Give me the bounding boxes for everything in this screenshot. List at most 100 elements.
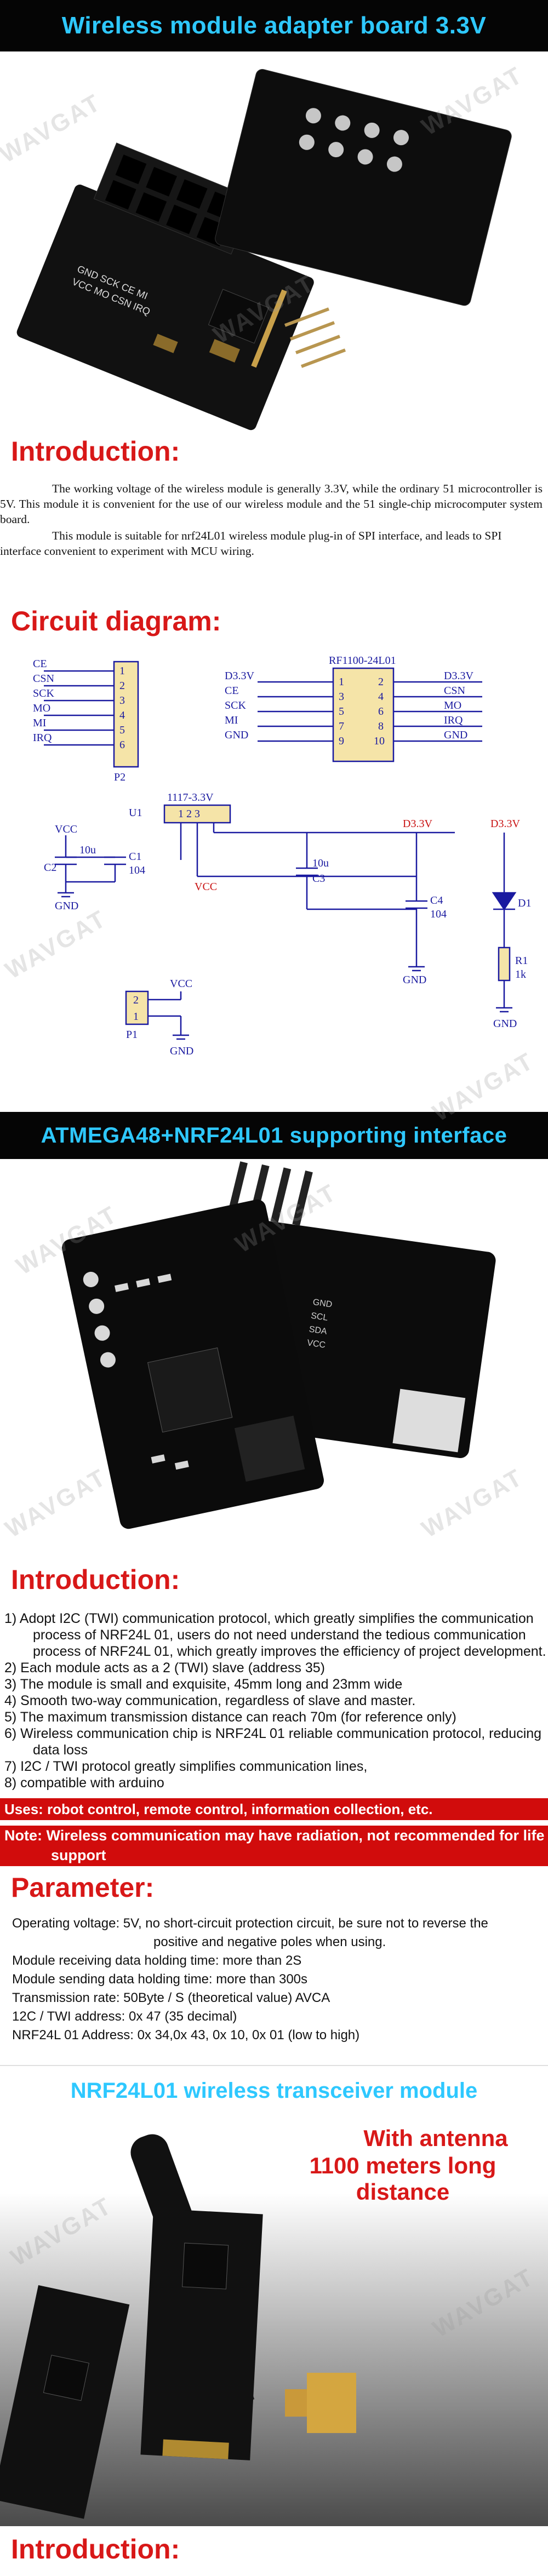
banner-adapter-board: Wireless module adapter board 3.3V bbox=[0, 0, 548, 51]
intro2-item-1-cont-b: process of NRF24L 01, which greatly impr… bbox=[33, 1644, 546, 1659]
antenna-text-line2: 1100 meters long distance bbox=[309, 2153, 496, 2205]
r1-value: 1k bbox=[515, 968, 526, 980]
regulator-pins: 1 2 3 bbox=[178, 808, 200, 820]
intro2-item-4: 4) Smooth two-way communication, regardl… bbox=[4, 1693, 416, 1708]
c4-value: 104 bbox=[430, 908, 447, 920]
rf-right-1: CSN bbox=[444, 685, 465, 697]
rf-left-num-3: 3 bbox=[339, 691, 344, 703]
vcc-label-red: VCC bbox=[195, 881, 217, 893]
banner-adapter-title: Wireless module adapter board 3.3V bbox=[61, 12, 487, 39]
rf-right-num-10: 10 bbox=[374, 735, 385, 747]
p1-num-1: 1 bbox=[133, 1011, 139, 1023]
p2-num-5: 5 bbox=[119, 724, 125, 736]
intro1-paragraph-2: This module is suitable for nrf24L01 wir… bbox=[0, 529, 502, 558]
rf-right-num-2: 2 bbox=[378, 676, 384, 688]
c3-value: 10u bbox=[312, 857, 329, 869]
p2-num-4: 4 bbox=[119, 709, 125, 721]
intro2-item-6: 6) Wireless communication chip is NRF24L… bbox=[4, 1726, 542, 1741]
param-line-3: Module sending data holding time: more t… bbox=[12, 1972, 308, 1987]
intro2-item-2: 2) Each module acts as a 2 (TWI) slave (… bbox=[4, 1660, 325, 1676]
param-list: Operating voltage: 5V, no short-circuit … bbox=[12, 1914, 546, 2045]
p2-pin-csn: CSN bbox=[33, 673, 54, 685]
uses-bar: Uses: robot control, remote control, inf… bbox=[0, 1798, 548, 1820]
intro2-item-1: 1) Adopt I2C (TWI) communication protoco… bbox=[4, 1611, 534, 1626]
d33-label-c4: D3.3V bbox=[403, 818, 432, 830]
intro1-heading: Introduction: bbox=[11, 436, 180, 467]
antenna-text-line1: With antenna bbox=[363, 2125, 508, 2151]
gnd-label-3: GND bbox=[493, 1018, 517, 1030]
d33-label-led: D3.3V bbox=[490, 818, 520, 830]
rf-left-num-5: 5 bbox=[339, 705, 344, 718]
svg-text:SDA: SDA bbox=[309, 1325, 328, 1336]
intro1-paragraph-1: The working voltage of the wireless modu… bbox=[0, 482, 543, 526]
rf-left-num-1: 1 bbox=[339, 676, 344, 688]
banner-atmega: ATMEGA48+NRF24L01 supporting interface bbox=[0, 1112, 548, 1159]
svg-text:VCC: VCC bbox=[306, 1338, 326, 1350]
banner-nrf24l01: NRF24L01 wireless transceiver module bbox=[0, 2072, 548, 2110]
p2-num-1: 1 bbox=[119, 665, 125, 677]
rf-left-2: SCK bbox=[225, 699, 246, 712]
p2-num-2: 2 bbox=[119, 680, 125, 692]
nrf24l01-antenna-photo bbox=[0, 2110, 548, 2526]
rf-right-num-8: 8 bbox=[378, 720, 384, 732]
vcc-label-1: VCC bbox=[55, 823, 77, 835]
rf-left-1: CE bbox=[225, 685, 239, 697]
p2-num-3: 3 bbox=[119, 695, 125, 707]
section-divider bbox=[0, 2065, 548, 2066]
p2-pin-mi: MI bbox=[33, 717, 46, 729]
intro3-bg bbox=[0, 2526, 548, 2576]
gnd-label-4: GND bbox=[170, 1045, 193, 1057]
intro2-heading: Introduction: bbox=[11, 1564, 180, 1595]
rf-left-4: GND bbox=[225, 729, 248, 741]
p2-label: P2 bbox=[114, 771, 125, 783]
p1-label: P1 bbox=[126, 1029, 138, 1041]
p2-num-6: 6 bbox=[119, 739, 125, 751]
param-line-5: 12C / TWI address: 0x 47 (35 decimal) bbox=[12, 2009, 237, 2024]
param-heading: Parameter: bbox=[11, 1872, 155, 1903]
banner-nrf24l01-title: NRF24L01 wireless transceiver module bbox=[70, 2078, 478, 2103]
note-bar: Note: Wireless communication may have ra… bbox=[0, 1826, 548, 1866]
svg-text:SCL: SCL bbox=[310, 1311, 328, 1323]
rf-title: RF1100-24L01 bbox=[329, 655, 396, 667]
c2-label: C2 bbox=[44, 862, 56, 874]
intro2-item-6-cont: data loss bbox=[33, 1742, 88, 1758]
adapter-board-photo: GND SCK CE MI VCC MO CSN IRQ bbox=[0, 51, 548, 435]
intro3-heading: Introduction: bbox=[11, 2534, 180, 2564]
intro2-item-3: 3) The module is small and exquisite, 45… bbox=[4, 1677, 403, 1692]
circuit-schematic: CE CSN SCK MO MI IRQ 1 2 3 4 5 6 P2 RF11… bbox=[0, 652, 548, 1079]
rf-right-0: D3.3V bbox=[444, 670, 473, 682]
p2-pin-irq: IRQ bbox=[33, 732, 52, 744]
param-line-6: NRF24L 01 Address: 0x 34,0x 43, 0x 10, 0… bbox=[12, 2028, 360, 2043]
uses-text: Uses: robot control, remote control, inf… bbox=[4, 1801, 433, 1817]
rf-right-2: MO bbox=[444, 699, 461, 712]
regulator-label: 1117-3.3V bbox=[167, 791, 214, 804]
p1-num-2: 2 bbox=[133, 994, 139, 1006]
c1-value: 104 bbox=[129, 864, 145, 876]
p2-pin-mo: MO bbox=[33, 702, 50, 714]
intro2-list: 1) Adopt I2C (TWI) communication protoco… bbox=[4, 1610, 547, 1791]
note-text-cont: support bbox=[51, 1847, 106, 1863]
note-text: Note: Wireless communication may have ra… bbox=[4, 1827, 545, 1844]
banner-atmega-title: ATMEGA48+NRF24L01 supporting interface bbox=[41, 1123, 507, 1148]
circuit-heading: Circuit diagram: bbox=[11, 606, 221, 636]
p2-pin-sck: SCK bbox=[33, 687, 54, 699]
gnd-label-2: GND bbox=[403, 974, 426, 986]
param-line-1: Operating voltage: 5V, no short-circuit … bbox=[12, 1916, 488, 1931]
rf-right-3: IRQ bbox=[444, 714, 463, 726]
r1-label: R1 bbox=[515, 955, 528, 967]
vcc-label-2: VCC bbox=[170, 978, 192, 990]
d1-label: D1 bbox=[518, 897, 531, 909]
param-line-4: Transmission rate: 50Byte / S (theoretic… bbox=[12, 1990, 330, 2005]
svg-text:GND: GND bbox=[312, 1298, 333, 1310]
intro2-item-7: 7) I2C / TWI protocol greatly simplifies… bbox=[4, 1759, 368, 1774]
rf-left-num-9: 9 bbox=[339, 735, 344, 747]
p2-pin-ce: CE bbox=[33, 658, 47, 670]
rf-right-num-4: 4 bbox=[378, 691, 384, 703]
u1-label: U1 bbox=[129, 807, 142, 819]
intro2-item-5: 5) The maximum transmission distance can… bbox=[4, 1709, 456, 1725]
c1-label: C1 bbox=[129, 851, 141, 863]
intro2-item-8: 8) compatible with arduino bbox=[4, 1775, 164, 1791]
param-line-2: Module receiving data holding time: more… bbox=[12, 1953, 302, 1968]
intro2-item-1-cont-a: process of NRF24L 01, users do not need … bbox=[33, 1627, 526, 1643]
c4-label: C4 bbox=[430, 894, 443, 907]
